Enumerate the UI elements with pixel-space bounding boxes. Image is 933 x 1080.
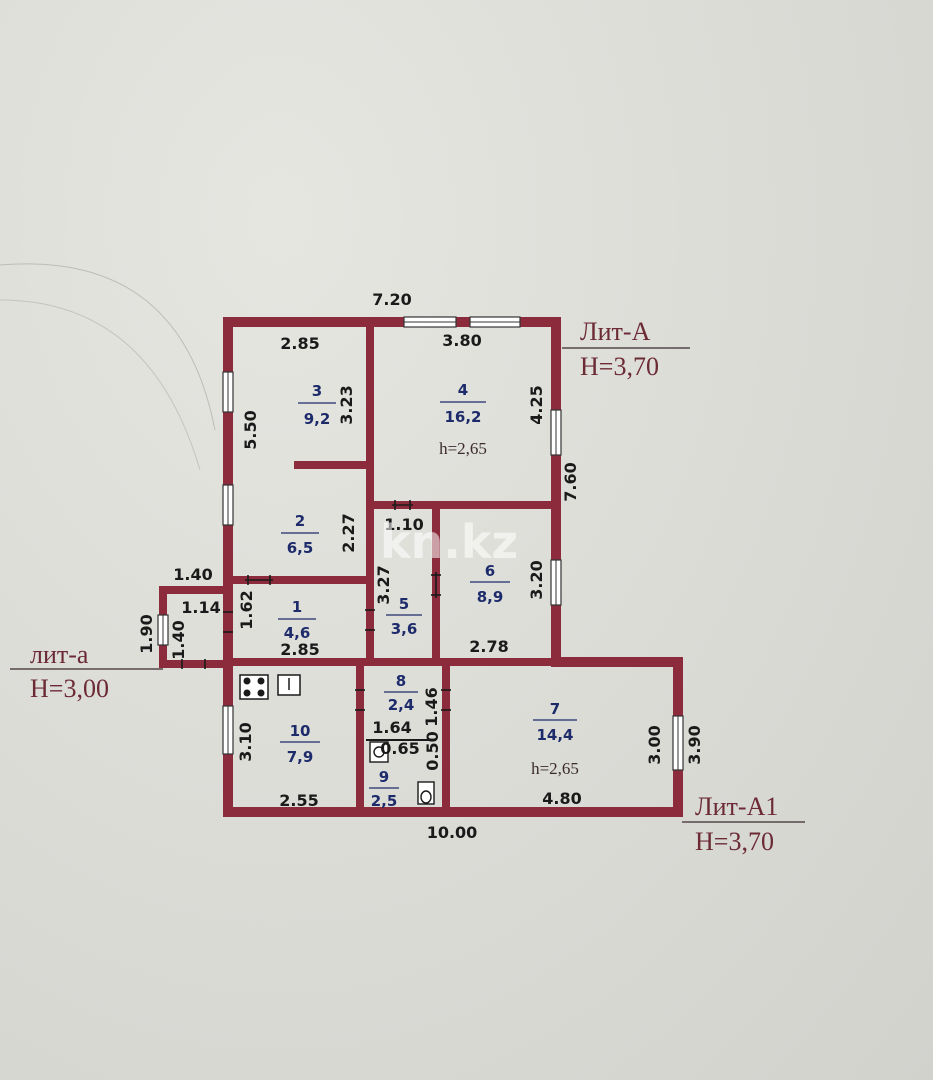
dim-r3-side: 3.23 bbox=[337, 385, 356, 424]
dim-top-total: 7.20 bbox=[372, 290, 411, 309]
lit-a-annex-height: H=3,00 bbox=[30, 674, 109, 703]
room-3-area: 9,2 bbox=[304, 410, 331, 428]
dim-r5-side: 3.27 bbox=[374, 565, 393, 604]
dim-r3-left: 5.50 bbox=[241, 410, 260, 449]
dim-r9-top: 0.65 bbox=[380, 739, 419, 758]
lit-a-annex-label: лит-а bbox=[30, 640, 89, 669]
background-arc bbox=[0, 263, 216, 431]
dim-r4-side: 4.25 bbox=[527, 385, 546, 424]
room-1-area: 4,6 bbox=[284, 624, 311, 642]
room-4-ceiling-height: h=2,65 bbox=[439, 439, 487, 458]
dim-annex-inner: 1.14 bbox=[181, 598, 220, 617]
dim-annex-left: 1.90 bbox=[137, 614, 156, 653]
lit-a1-label: Лит-А1 bbox=[695, 792, 778, 821]
room-8-number: 8 bbox=[396, 672, 406, 690]
dim-r1-bottom: 2.85 bbox=[280, 640, 319, 659]
dim-bottom-total: 10.00 bbox=[427, 823, 478, 842]
dim-annex-top: 1.40 bbox=[173, 565, 212, 584]
dim-r6-bottom: 2.78 bbox=[469, 637, 508, 656]
dim-right-total: 7.60 bbox=[561, 462, 580, 501]
room-6-number: 6 bbox=[485, 562, 495, 580]
dim-r10-side: 3.10 bbox=[236, 722, 255, 761]
lit-a-main-label: Лит-А bbox=[580, 317, 651, 346]
dim-r7-outer: 3.90 bbox=[685, 725, 704, 764]
dim-r6-side: 3.20 bbox=[527, 560, 546, 599]
background-arc bbox=[0, 299, 201, 471]
door-marks bbox=[181, 500, 451, 711]
dim-r2-side: 2.27 bbox=[339, 513, 358, 552]
walls bbox=[223, 317, 683, 817]
room-7-area: 14,4 bbox=[536, 726, 573, 744]
stove-icon bbox=[239, 674, 269, 700]
room-2-number: 2 bbox=[295, 512, 305, 530]
sink-icon bbox=[277, 674, 301, 696]
room-7-ceiling-height: h=2,65 bbox=[531, 759, 579, 778]
dim-r7-side: 3.00 bbox=[645, 725, 664, 764]
room-9-number: 9 bbox=[379, 768, 389, 786]
room-9-area: 2,5 bbox=[371, 792, 398, 810]
dim-r9-side: 0.50 bbox=[423, 731, 442, 770]
window-lines bbox=[162, 321, 679, 770]
room-1-number: 1 bbox=[292, 598, 302, 616]
room-4-number: 4 bbox=[458, 381, 468, 399]
room-5-number: 5 bbox=[399, 595, 409, 613]
room-8-area: 2,4 bbox=[388, 696, 415, 714]
room-4-area: 16,2 bbox=[444, 408, 481, 426]
dim-r7-bottom: 4.80 bbox=[542, 789, 581, 808]
toilet-icon bbox=[417, 781, 435, 805]
dim-r10-bottom: 2.55 bbox=[279, 791, 318, 810]
room-3-number: 3 bbox=[312, 382, 322, 400]
dim-annex-side: 1.40 bbox=[169, 620, 188, 659]
dim-r1-side: 1.62 bbox=[237, 590, 256, 629]
lit-a-main-height: H=3,70 bbox=[580, 352, 659, 381]
dim-r3-top: 2.85 bbox=[280, 334, 319, 353]
room-10-number: 10 bbox=[290, 722, 311, 740]
room-7-number: 7 bbox=[550, 700, 560, 718]
dim-r8-bottom: 1.64 bbox=[372, 718, 411, 737]
room-10-area: 7,9 bbox=[287, 748, 314, 766]
dim-r5-top: 1.10 bbox=[384, 515, 423, 534]
watermark-logo: kn.kz bbox=[380, 515, 518, 569]
dim-r4-top: 3.80 bbox=[442, 331, 481, 350]
room-5-area: 3,6 bbox=[391, 620, 418, 638]
dim-r8-side: 1.46 bbox=[422, 687, 441, 726]
washbasin-icon bbox=[369, 741, 389, 763]
room-2-area: 6,5 bbox=[287, 539, 314, 557]
room-6-area: 8,9 bbox=[477, 588, 504, 606]
lit-a1-height: H=3,70 bbox=[695, 827, 774, 856]
